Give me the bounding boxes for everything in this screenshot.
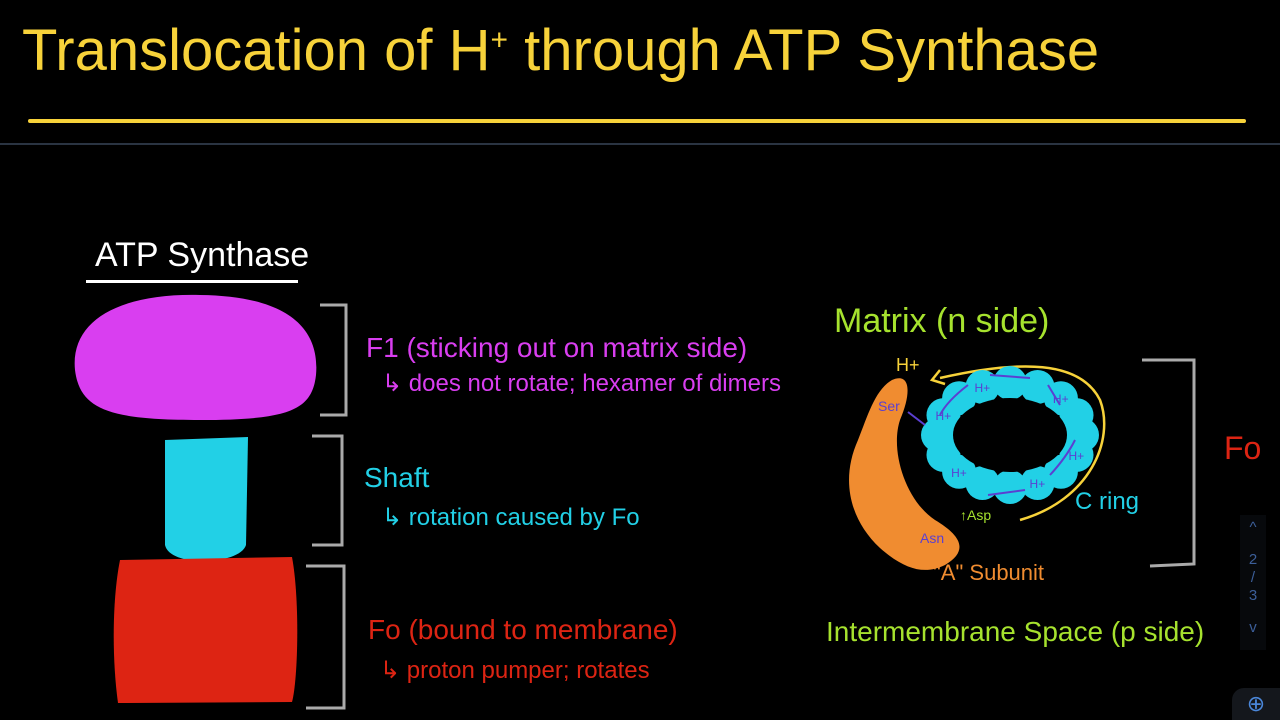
label-underline: [86, 280, 298, 283]
shaft-annotation: Shaft: [364, 462, 430, 493]
fo-base: [113, 557, 298, 703]
asp-label: ↑Asp: [960, 507, 992, 523]
f1-head: [74, 294, 317, 420]
c-ring-subunit: [965, 369, 1000, 404]
c-ring-label: C ring: [1075, 488, 1140, 515]
c-ring-subunit: [1020, 466, 1055, 501]
proton-marker: H+: [1069, 449, 1085, 463]
c-ring-center: [953, 398, 1067, 472]
c-ring-subunit: [993, 366, 1027, 400]
bracket-shaft: [312, 434, 344, 547]
current-page: 2: [1248, 551, 1258, 568]
fo-annotation: Fo (bound to membrane): [368, 614, 678, 645]
a-subunit-label: "A" Subunit: [933, 560, 1045, 585]
a-subunit: [849, 378, 960, 570]
f1-annotation: F1 (sticking out on matrix side): [366, 332, 748, 363]
ser-label: Ser: [878, 398, 900, 414]
bracket-fo: [306, 564, 346, 710]
c-ring-subunit: [993, 470, 1027, 504]
title-underline: [28, 119, 1246, 123]
zoom-in-icon[interactable]: ⊕: [1232, 688, 1280, 720]
proton-marker: H+: [951, 466, 967, 480]
page-separator: /: [1250, 569, 1256, 586]
fo-right-label: Fo: [1224, 430, 1262, 466]
bracket-f1: [320, 303, 348, 417]
c-ring: H+ H+ H+ H+ H+ H+: [921, 366, 1099, 504]
proton-marker: H+: [1030, 477, 1046, 491]
proton-marker: H+: [1053, 392, 1069, 406]
matrix-label: Matrix (n side): [834, 302, 1050, 340]
page-down-button[interactable]: v: [1249, 619, 1257, 636]
atp-synthase-label: ATP Synthase: [95, 236, 310, 274]
shaft: [165, 437, 248, 562]
fo-note: ↳ proton pumper; rotates: [380, 657, 650, 684]
intermembrane-label: Intermembrane Space (p side): [826, 616, 1205, 647]
shaft-note: ↳ rotation caused by Fo: [382, 504, 640, 531]
header-divider: [0, 143, 1280, 145]
c-ring-subunit: [1059, 398, 1094, 433]
page-navigator: ^ 2 / 3 v: [1240, 515, 1266, 650]
page-up-button[interactable]: ^: [1249, 519, 1257, 536]
proton-marker: H+: [935, 409, 951, 423]
slide-title: Translocation of H+ through ATP Synthase: [22, 18, 1100, 83]
f1-note: ↳ does not rotate; hexamer of dimers: [382, 370, 781, 397]
proton-label: H+: [896, 355, 920, 375]
total-pages: 3: [1248, 587, 1258, 604]
proton-marker: H+: [974, 381, 990, 395]
asn-label: Asn: [920, 530, 945, 546]
bracket-right-fo: [1142, 358, 1196, 568]
